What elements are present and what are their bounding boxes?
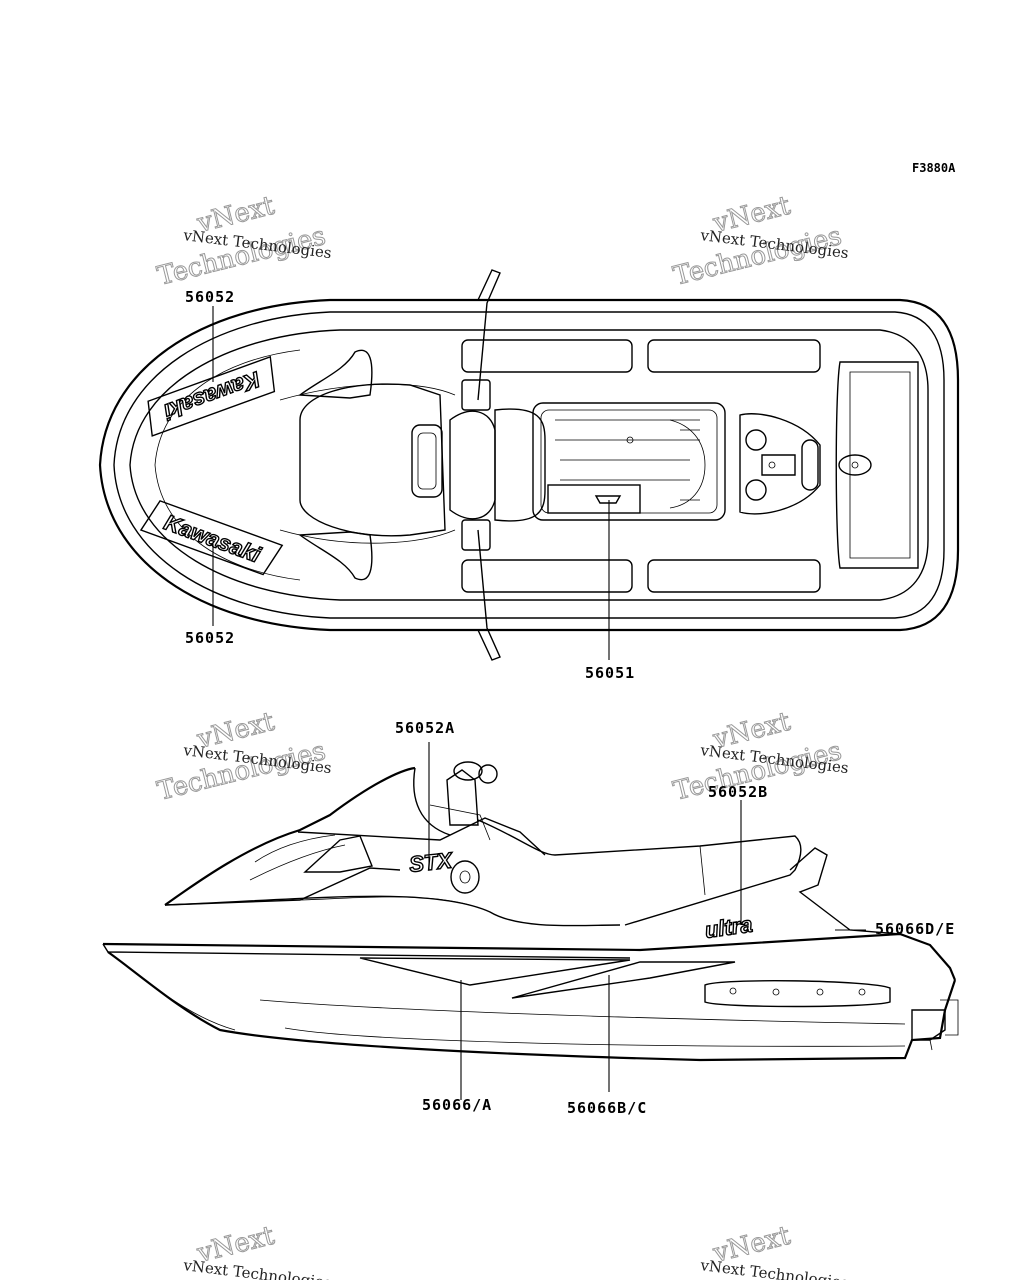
side-view-hull [102,761,959,1062]
callout-56052-top: 56052 [185,288,235,306]
stx-badge: STX [408,847,454,876]
callout-56066A: 56066/A [422,1096,492,1114]
watermark-bottom-right: vNext vNext Technologies [699,1220,850,1280]
callout-56052-bottom: 56052 [185,629,235,647]
svg-text:vNext Technologies: vNext Technologies [699,1256,850,1280]
callout-56051: 56051 [585,664,635,682]
callout-56052A: 56052A [395,719,455,737]
kawasaki-decal-top: Kawasaki [147,355,276,437]
watermark-top-right: vNext Technologies vNext Technologies [670,190,850,292]
callout-56066DE: 56066D/E [875,920,955,938]
svg-text:vNext Technologies: vNext Technologies [182,1256,333,1280]
svg-text:ultra: ultra [703,912,754,943]
watermark-mid-left: vNext Technologies vNext Technologies [154,706,333,807]
top-view-hull [98,269,960,661]
watermark-bottom-left: vNext vNext Technologies [182,1220,333,1280]
kawasaki-decal-bottom: Kawasaki [139,500,284,576]
callout-56066BC: 56066B/C [567,1099,647,1117]
figure-id: F3880A [912,161,956,175]
callout-56052B: 56052B [708,783,768,801]
ultra-badge: ultra [703,911,755,944]
watermark-top-left: vNext Technologies vNext Technologies [154,190,333,292]
svg-text:Kawasaki: Kawasaki [160,367,264,425]
